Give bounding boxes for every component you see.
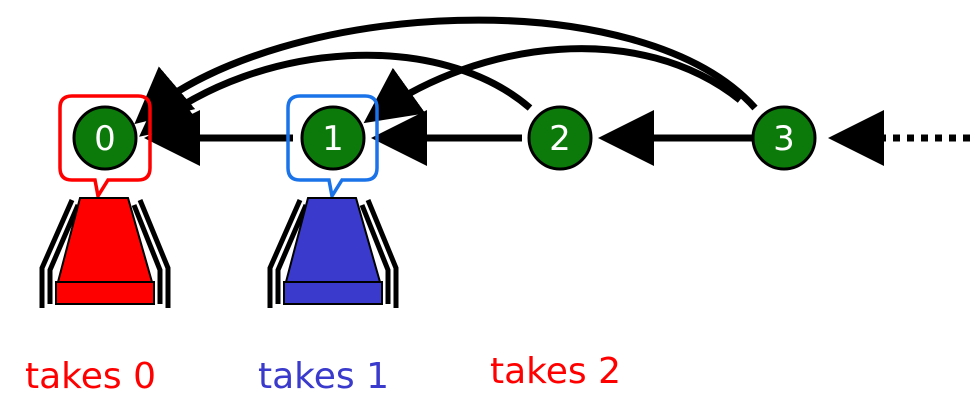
callout-blue xyxy=(286,94,379,201)
blue-cup-icon xyxy=(267,197,399,308)
node-3: 3 xyxy=(751,105,817,171)
node-3-label: 3 xyxy=(773,119,795,159)
node-2: 2 xyxy=(527,105,593,171)
node-0-label: 0 xyxy=(94,119,116,159)
caption-takes-2: takes 2 xyxy=(490,351,621,392)
caption-takes-0: takes 0 xyxy=(25,356,156,397)
node-0: 0 xyxy=(72,105,138,171)
caption-takes-1: takes 1 xyxy=(258,356,389,397)
node-2-label: 2 xyxy=(549,119,571,159)
callout-red xyxy=(58,94,152,201)
node-1-label: 1 xyxy=(322,119,344,159)
red-cup-icon xyxy=(39,197,171,308)
node-1: 1 xyxy=(300,105,366,171)
arrow-2-to-0 xyxy=(139,51,533,137)
arrow-3-to-0 xyxy=(134,16,758,125)
arrow-3-to-1 xyxy=(363,45,743,124)
